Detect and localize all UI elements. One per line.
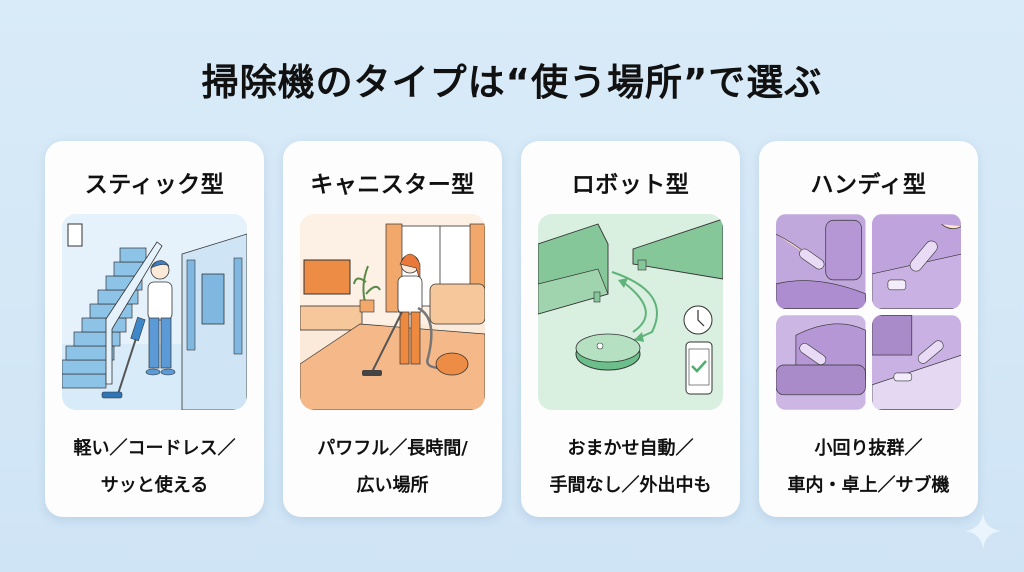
robot-vacuum-icon xyxy=(538,214,723,410)
handy-desk-icon xyxy=(871,315,961,410)
card-canister: キャニスター型 xyxy=(283,141,502,517)
card-description: パワフル／長時間/ 広い場所 xyxy=(283,430,502,504)
card-description: 軽い／コードレス／ サッと使える xyxy=(45,430,264,504)
card-handy: ハンディ型 xyxy=(759,141,978,517)
card-description: 小回り抜群／ 車内・卓上／サブ機 xyxy=(759,430,978,504)
desc-line-2: 広い場所 xyxy=(356,475,429,496)
stick-vacuum-illustration xyxy=(62,214,247,410)
desc-line-2: 手間なし／外出中も xyxy=(549,475,712,496)
robot-vacuum-illustration xyxy=(538,214,723,410)
handy-desk-panel xyxy=(871,315,961,410)
handy-car-seat-panel xyxy=(776,214,866,309)
sparkle-icon xyxy=(965,513,1001,549)
card-robot: ロボット型 xyxy=(521,141,740,517)
page-title: 掃除機のタイプは“使う場所”で選ぶ xyxy=(201,61,823,104)
canister-vacuum-illustration xyxy=(300,214,485,410)
handy-car-icon xyxy=(776,214,866,309)
card-stick: スティック型 xyxy=(45,141,264,517)
handy-vacuum-illustration-grid xyxy=(776,214,961,410)
handy-sofa-icon xyxy=(776,315,866,410)
handy-floor-icon xyxy=(871,214,961,309)
desc-line-1: おまかせ自動／ xyxy=(567,438,694,459)
handy-floor-panel xyxy=(871,214,961,309)
canister-vacuum-icon xyxy=(300,214,485,410)
card-title: キャニスター型 xyxy=(310,172,475,198)
desc-line-2: サッと使える xyxy=(100,475,209,496)
card-title: ロボット型 xyxy=(571,172,690,198)
card-title: スティック型 xyxy=(84,172,225,198)
desc-line-2: 車内・卓上／サブ機 xyxy=(787,475,950,496)
handy-sofa-panel xyxy=(776,315,866,410)
card-title: ハンディ型 xyxy=(810,172,927,198)
desc-line-1: 軽い／コードレス／ xyxy=(73,438,236,459)
vacuum-type-cards: スティック型 xyxy=(45,141,978,517)
desc-line-1: 小回り抜群／ xyxy=(814,438,923,459)
desc-line-1: パワフル／長時間/ xyxy=(317,438,468,459)
card-description: おまかせ自動／ 手間なし／外出中も xyxy=(521,430,740,504)
stick-vacuum-icon xyxy=(62,214,247,410)
